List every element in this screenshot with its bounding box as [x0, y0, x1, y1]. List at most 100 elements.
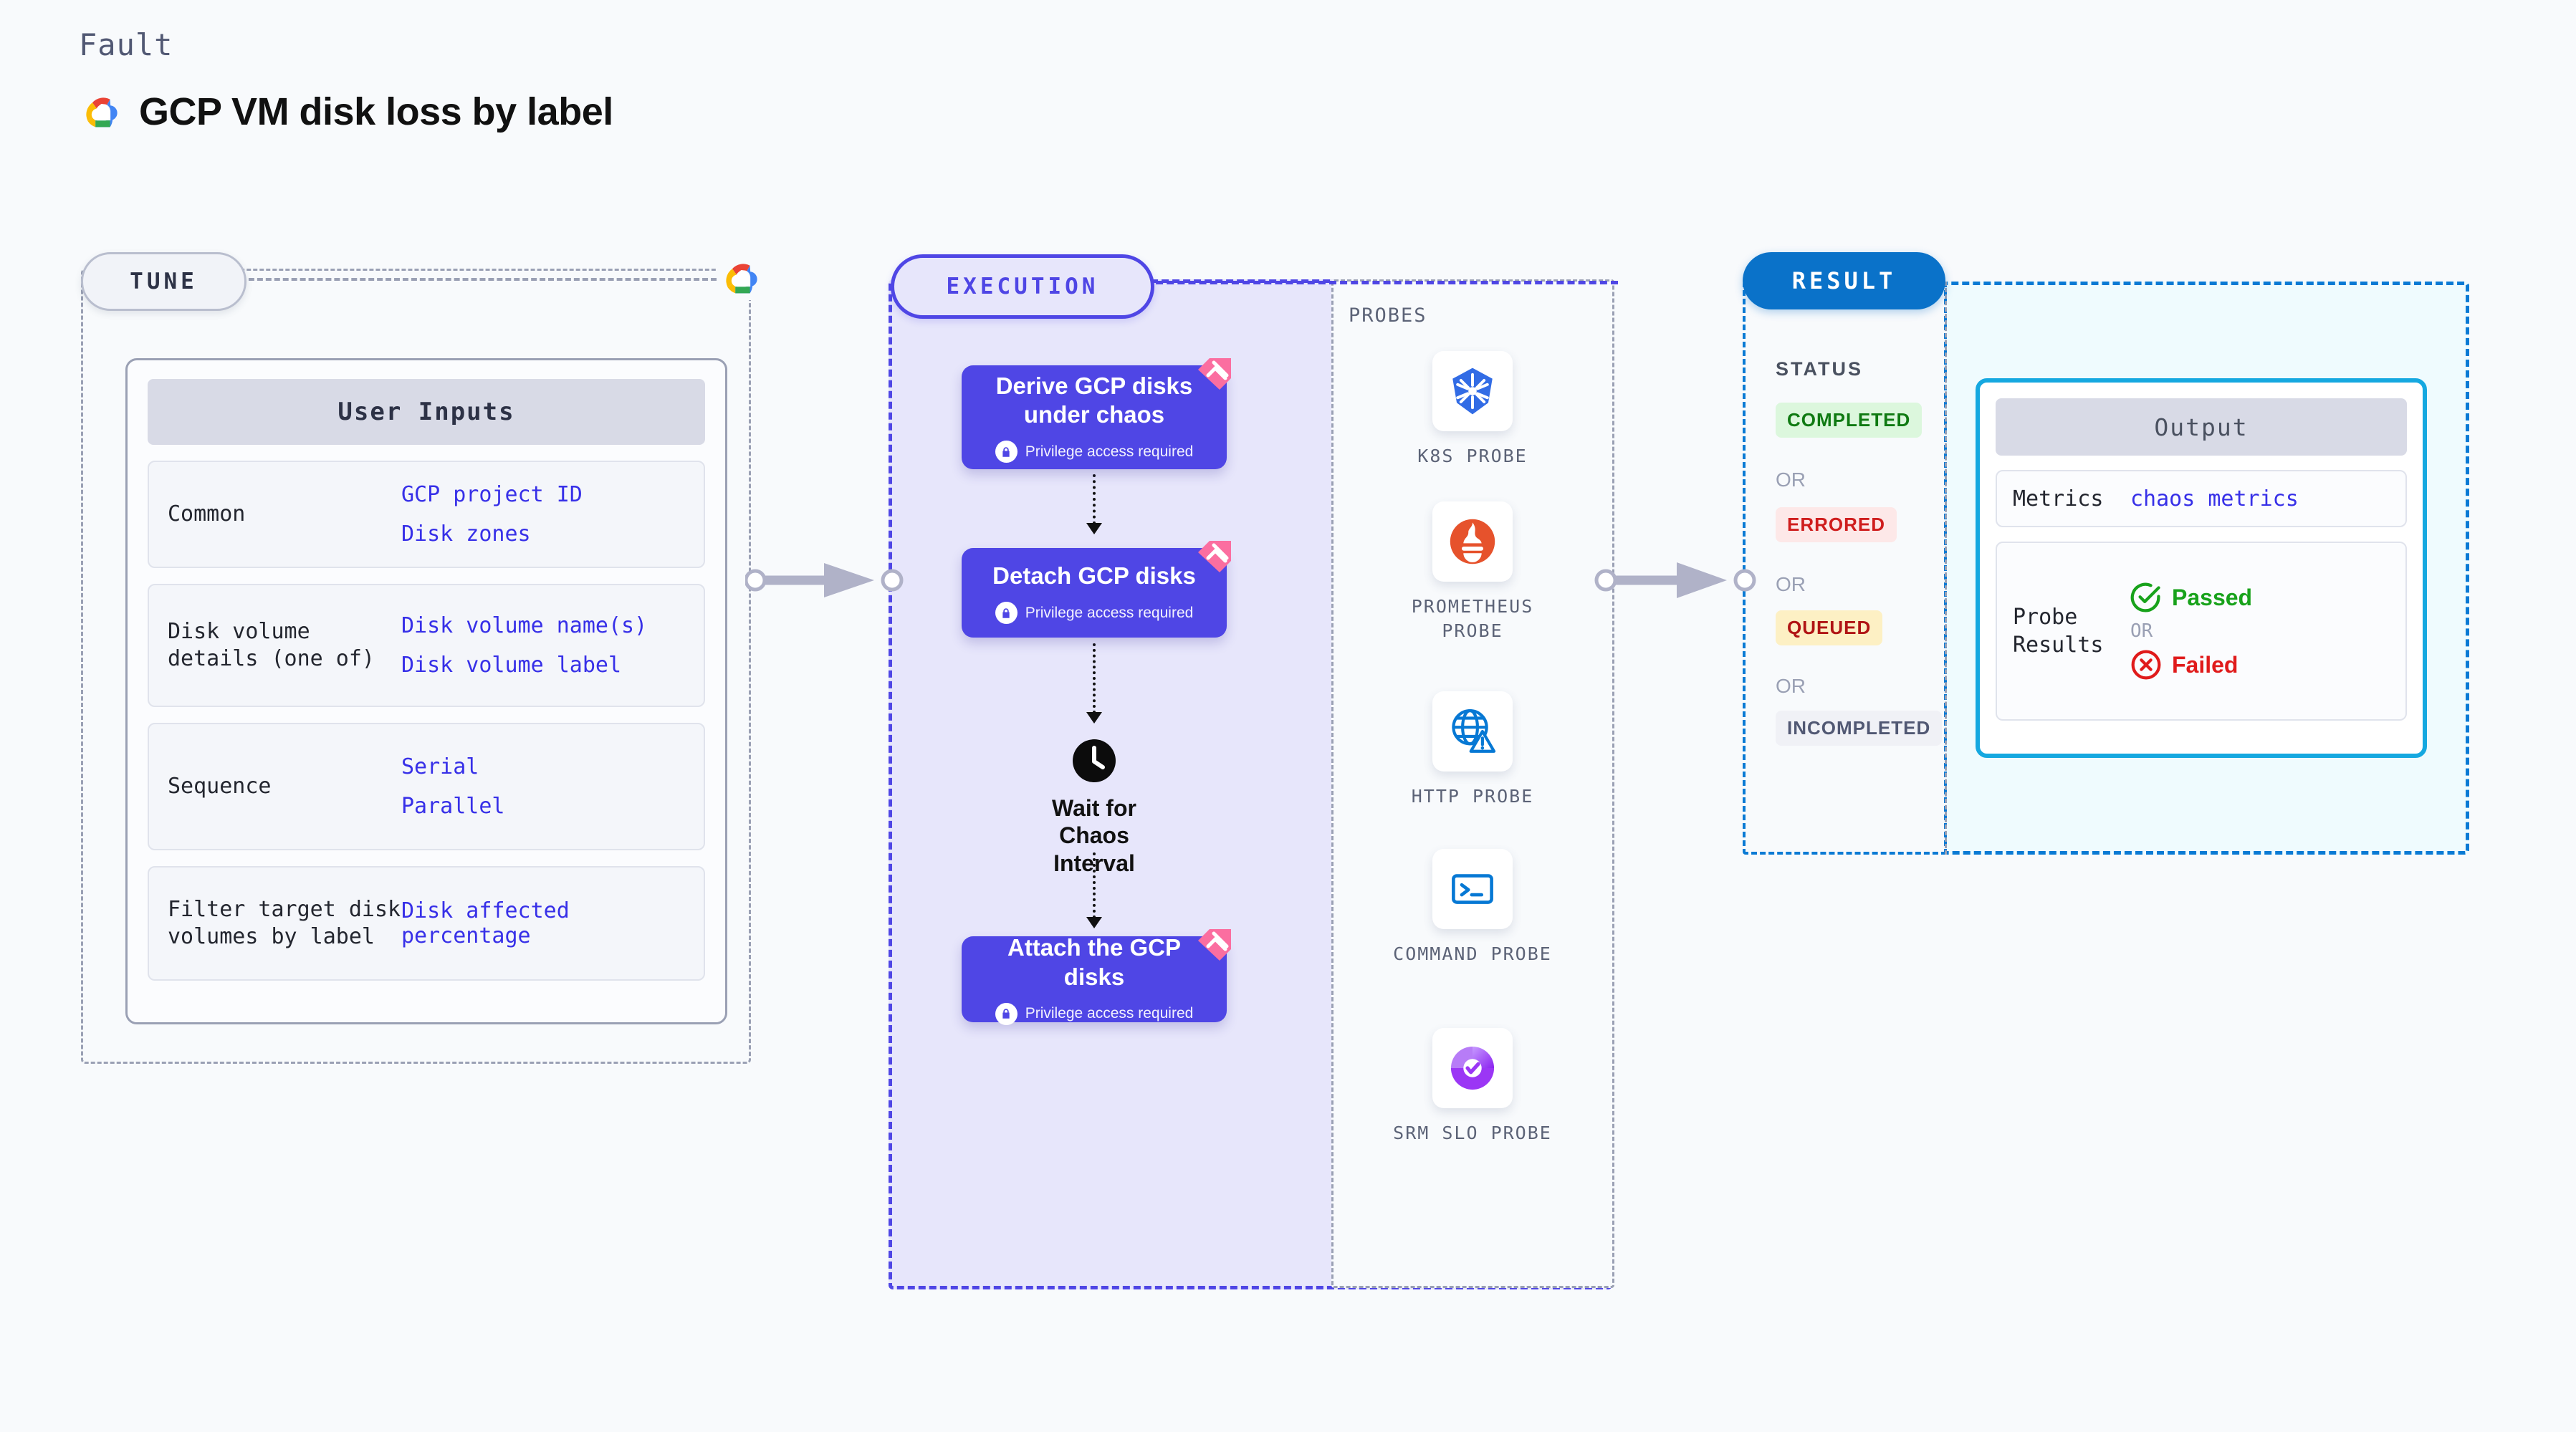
probe-result-passed: Passed	[2130, 582, 2252, 613]
row-key: Common	[168, 501, 246, 527]
connector-execution-to-result	[1594, 562, 1756, 598]
failed-label: Failed	[2172, 651, 2239, 678]
privilege-notice: Privilege access required	[995, 441, 1194, 463]
user-inputs-header: User Inputs	[148, 379, 705, 445]
prometheus-icon	[1432, 501, 1513, 582]
ribbon-icon	[1198, 358, 1231, 390]
status-label: STATUS	[1776, 358, 1863, 380]
user-inputs-card: User Inputs Common GCP project ID Disk z…	[125, 358, 727, 1024]
kubernetes-icon	[1432, 351, 1513, 431]
ribbon-icon	[1198, 929, 1231, 961]
privilege-label: Privilege access required	[1025, 604, 1194, 621]
http-globe-warning-icon	[1432, 691, 1513, 772]
srm-slo-icon	[1432, 1028, 1513, 1108]
privilege-notice: Privilege access required	[995, 602, 1194, 625]
node-title: Attach the GCP disks	[1007, 934, 1182, 990]
row-key: Sequence	[168, 773, 272, 799]
table-row: Disk volume details (one of) Disk volume…	[148, 584, 705, 707]
row-key: Disk volume details (one of)	[168, 618, 375, 671]
node-title: Derive GCP disks under chaos	[995, 372, 1193, 428]
flow-arrow	[1093, 852, 1096, 918]
row-value[interactable]: Disk volume name(s)	[401, 613, 648, 638]
lock-icon	[995, 602, 1018, 625]
flow-arrow	[1093, 474, 1096, 524]
page-header: Fault GCP VM disk loss by label	[79, 27, 613, 134]
status-badge: INCOMPLETED	[1776, 711, 1943, 746]
probe-item[interactable]: PROMETHEUS PROBE	[1379, 501, 1566, 643]
table-row: Probe Results Passed OR Failed	[1996, 542, 2407, 721]
fault-kicker: Fault	[79, 27, 173, 62]
row-value[interactable]: Disk zones	[401, 522, 531, 547]
node-title: Detach GCP disks	[992, 562, 1196, 589]
gcp-logo-icon	[86, 97, 118, 128]
probe-result-or: OR	[2130, 620, 2153, 642]
status-badge: ERRORED	[1776, 507, 1897, 542]
status-badge: COMPLETED	[1776, 403, 1923, 438]
execution-dashed-connector	[1145, 281, 1618, 284]
row-value[interactable]: chaos metrics	[2130, 486, 2299, 511]
status-badge: QUEUED	[1776, 610, 1883, 645]
table-row: Filter target disk volumes by label Disk…	[148, 866, 705, 981]
execution-node[interactable]: Attach the GCP disks Privilege access re…	[962, 929, 1231, 1025]
status-or: OR	[1776, 675, 1806, 697]
row-value[interactable]: Disk volume label	[401, 653, 622, 678]
flow-arrow	[1093, 643, 1096, 713]
output-card: Output Metrics chaos metrics Probe Resul…	[1976, 378, 2427, 758]
execution-node[interactable]: Derive GCP disks under chaos Privilege a…	[962, 358, 1231, 469]
execution-node[interactable]: Detach GCP disks Privilege access requir…	[962, 541, 1231, 638]
clock-icon	[1073, 739, 1116, 782]
output-title: Output	[2154, 413, 2249, 441]
probe-label: COMMAND PROBE	[1393, 943, 1552, 964]
probe-label: K8S PROBE	[1417, 446, 1528, 466]
terminal-icon	[1432, 849, 1513, 929]
row-key: Filter target disk volumes by label	[168, 896, 401, 949]
probe-item[interactable]: COMMAND PROBE	[1379, 849, 1566, 966]
wait-label: Wait for Chaos Interval	[1052, 795, 1136, 876]
status-column	[1743, 282, 1947, 855]
tune-panel	[81, 269, 751, 1064]
privilege-label: Privilege access required	[1025, 443, 1194, 460]
probe-item[interactable]: K8S PROBE	[1379, 351, 1566, 468]
privilege-notice: Privilege access required	[995, 1002, 1194, 1025]
flow-arrow-head	[1086, 523, 1102, 534]
status-or: OR	[1776, 468, 1806, 491]
check-circle-icon	[2130, 582, 2160, 612]
probe-label: HTTP PROBE	[1411, 786, 1534, 807]
probe-label: SRM SLO PROBE	[1393, 1123, 1552, 1143]
table-row: Sequence Serial Parallel	[148, 723, 705, 850]
x-circle-icon	[2131, 650, 2161, 680]
row-value[interactable]: Serial	[401, 754, 479, 779]
tune-dashed-connector	[240, 278, 717, 281]
ribbon-icon	[1198, 541, 1231, 572]
result-pill[interactable]: RESULT	[1743, 252, 1945, 309]
flow-arrow-head	[1086, 917, 1102, 928]
fault-title-row: GCP VM disk loss by label	[79, 90, 613, 134]
table-row: Common GCP project ID Disk zones	[148, 461, 705, 568]
tune-pill[interactable]: TUNE	[81, 252, 246, 311]
output-header: Output	[1996, 398, 2407, 456]
lock-icon	[995, 441, 1018, 463]
execution-pill[interactable]: EXECUTION	[891, 254, 1154, 319]
wait-for-chaos-interval: Wait for Chaos Interval	[1023, 738, 1166, 877]
row-key: Probe Results	[2013, 605, 2104, 658]
row-value[interactable]: GCP project ID	[401, 482, 583, 507]
flow-arrow-head	[1086, 712, 1102, 724]
table-row: Metrics chaos metrics	[1996, 470, 2407, 527]
privilege-label: Privilege access required	[1025, 1005, 1194, 1022]
user-inputs-title: User Inputs	[337, 398, 515, 426]
connector-tune-to-execution	[745, 563, 904, 597]
probes-section-label: PROBES	[1349, 304, 1427, 327]
probe-item[interactable]: HTTP PROBE	[1379, 691, 1566, 809]
gcp-logo-icon	[717, 256, 765, 300]
probes-panel	[1331, 279, 1614, 1288]
probe-item[interactable]: SRM SLO PROBE	[1379, 1028, 1566, 1145]
row-value[interactable]: Disk affected percentage	[401, 898, 570, 948]
status-or: OR	[1776, 573, 1806, 595]
probe-result-failed: Failed	[2130, 649, 2252, 681]
probe-label: PROMETHEUS PROBE	[1411, 596, 1534, 641]
row-value[interactable]: Parallel	[401, 794, 505, 819]
page-title: GCP VM disk loss by label	[139, 90, 613, 133]
row-key: Metrics	[2013, 486, 2104, 511]
passed-label: Passed	[2172, 584, 2253, 610]
lock-icon	[995, 1002, 1018, 1025]
